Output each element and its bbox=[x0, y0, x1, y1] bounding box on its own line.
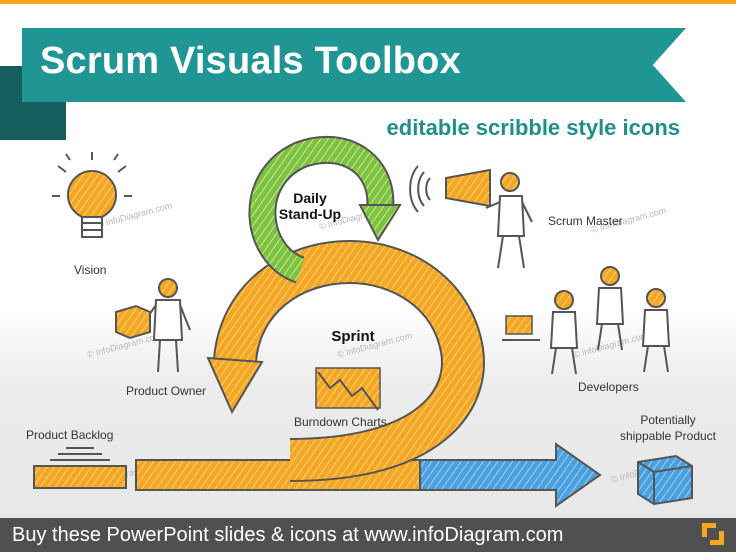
burndown-chart-icon bbox=[315, 367, 381, 411]
sprint-cycle-arrow bbox=[206, 239, 485, 482]
scrum-master-label: Scrum Master bbox=[548, 214, 623, 228]
product-backlog-label: Product Backlog bbox=[26, 428, 114, 442]
product-owner-icon bbox=[115, 278, 191, 373]
top-accent-line bbox=[0, 0, 736, 4]
footer-link[interactable]: Buy these PowerPoint slides & icons at w… bbox=[12, 524, 564, 546]
page-title: Scrum Visuals Toolbox bbox=[40, 40, 461, 82]
product-backlog-icon bbox=[33, 447, 127, 489]
developers-icon bbox=[502, 266, 671, 375]
daily-standup-arrow bbox=[248, 136, 402, 284]
daily-standup-label: Daily Stand-Up bbox=[278, 190, 342, 223]
sprint-label: Sprint bbox=[331, 328, 375, 345]
infodiagram-logo-icon bbox=[702, 523, 724, 545]
title-banner bbox=[22, 28, 686, 102]
burndown-charts-label: Burndown Charts bbox=[294, 415, 387, 429]
footer-bar bbox=[0, 518, 736, 552]
scrum-master-icon bbox=[409, 165, 533, 269]
shippable-product-label: Potentially shippable Product bbox=[619, 413, 717, 444]
page-subtitle: editable scribble style icons bbox=[386, 115, 680, 140]
vision-label: Vision bbox=[74, 263, 107, 277]
shippable-product-icon bbox=[637, 454, 693, 506]
lightbulb-icon bbox=[52, 152, 132, 238]
product-owner-label: Product Owner bbox=[126, 384, 207, 398]
developers-label: Developers bbox=[578, 380, 639, 394]
